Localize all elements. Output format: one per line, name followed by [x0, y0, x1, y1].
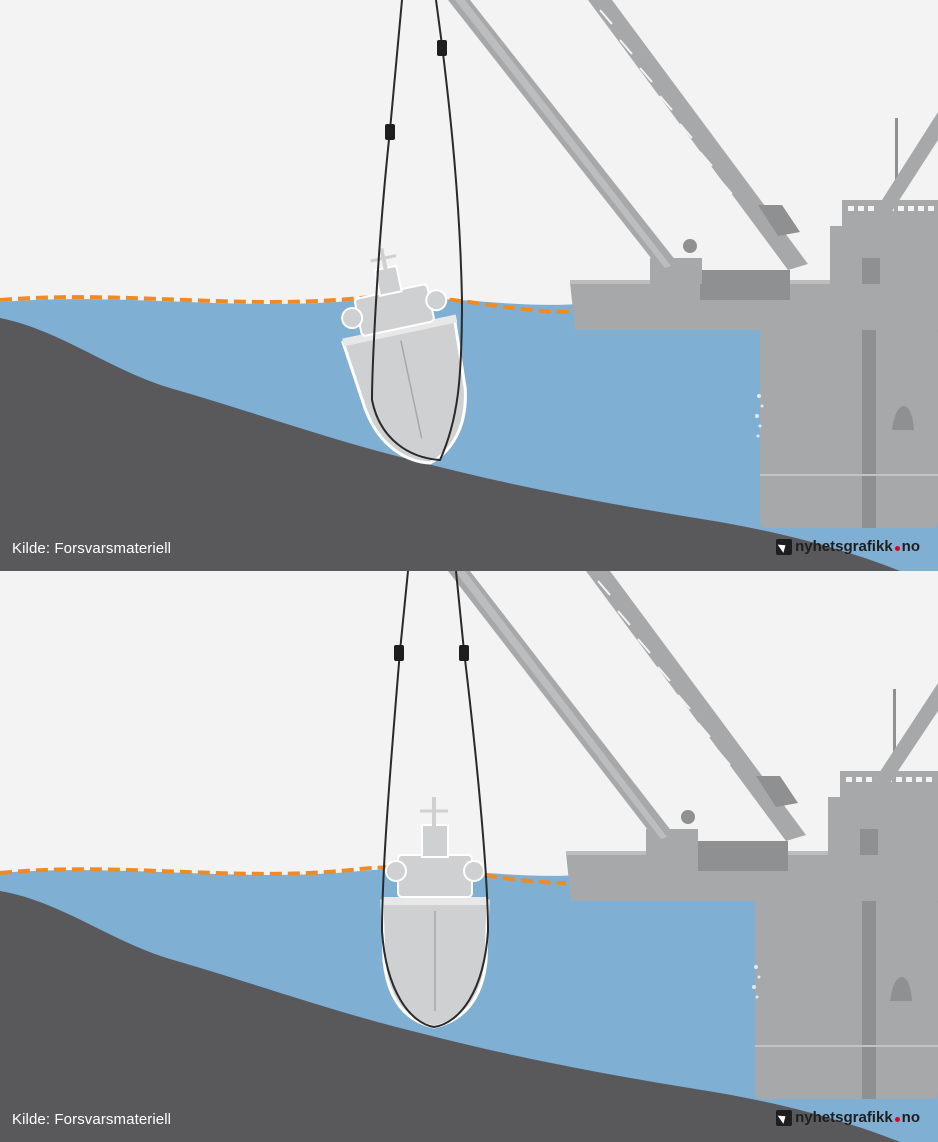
salvage-scene — [0, 0, 938, 571]
brand-tld: no — [901, 538, 920, 555]
lifting-cables — [380, 571, 490, 1029]
salvage-scene — [0, 571, 938, 1142]
cable-shackle-right — [437, 40, 447, 56]
barge-fin — [890, 977, 912, 1001]
barge-pontoon — [755, 899, 938, 1099]
crane-boom-right — [586, 571, 806, 841]
cable-shackle-left — [385, 124, 395, 140]
crane-boom-far — [866, 683, 938, 801]
brand-logo: nyhetsgrafikk no — [776, 1109, 920, 1126]
bridge-block — [828, 797, 938, 867]
crane-barge — [566, 689, 938, 1099]
air-bubbles — [755, 394, 764, 438]
cable-shackle-right — [459, 645, 469, 661]
brand-tld: no — [901, 1109, 920, 1126]
oil-boom — [0, 865, 567, 885]
source-caption: Kilde: Forsvarsmateriell — [12, 540, 172, 557]
deck-house — [700, 270, 790, 300]
brand-name: nyhetsgrafikk — [795, 1109, 893, 1126]
brand-logo: nyhetsgrafikk no — [776, 538, 920, 555]
barge-pontoon-shadow — [862, 899, 876, 1099]
lifting-cables — [370, 0, 464, 462]
bridge-block — [830, 226, 938, 296]
source-caption: Kilde: Forsvarsmateriell — [12, 1111, 172, 1128]
crane-boom-far — [868, 112, 938, 230]
cable-shackle-left — [394, 645, 404, 661]
crane-boom-left — [448, 0, 680, 272]
illustration-panel-tilted: Kilde: Forsvarsmateriell nyhetsgrafikk n… — [0, 0, 938, 571]
barge-pontoon — [760, 328, 938, 528]
brand-dot-icon — [894, 1117, 900, 1122]
cursor-icon — [776, 538, 793, 555]
brand-name: nyhetsgrafikk — [795, 538, 893, 555]
barge-pontoon-shadow — [862, 328, 876, 528]
crane-boom-left — [448, 571, 676, 843]
frigate-upright — [380, 797, 490, 1029]
barge-fin — [892, 406, 914, 430]
seabed — [0, 318, 900, 571]
illustration-panel-upright: Kilde: Forsvarsmateriell nyhetsgrafikk n… — [0, 571, 938, 1142]
brand-dot-icon — [894, 546, 900, 551]
seabed — [0, 891, 900, 1142]
ship-superstructure — [397, 854, 473, 898]
oil-boom — [0, 294, 571, 314]
crane-barge — [570, 118, 938, 528]
deck-house — [698, 841, 788, 871]
air-bubbles — [752, 965, 761, 999]
crane-boom-right — [588, 0, 808, 270]
cursor-icon — [776, 1109, 793, 1126]
